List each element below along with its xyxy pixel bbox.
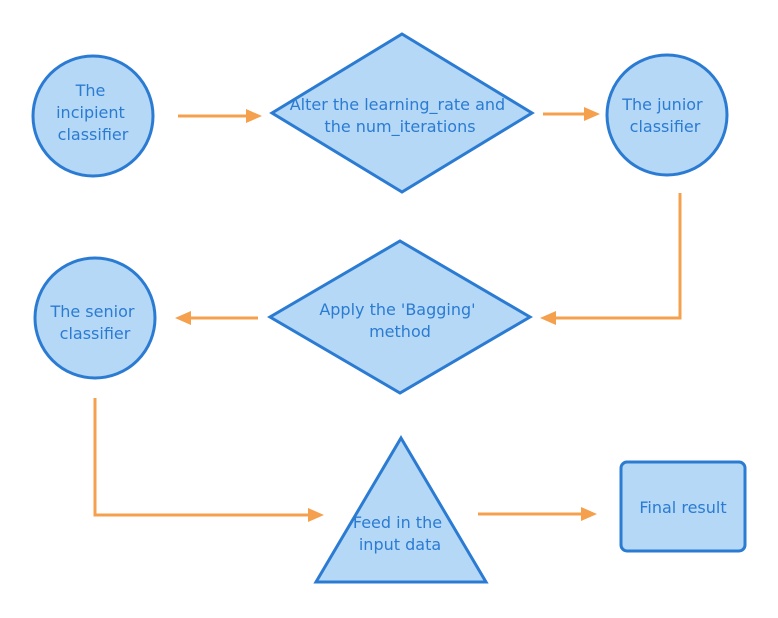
junior-classifier-node <box>605 53 729 177</box>
feed-input-label: Feed in the input data <box>353 513 447 554</box>
arrow-alter-to-junior <box>543 107 600 121</box>
feed-input-node <box>313 435 489 584</box>
final-result-label: Final result <box>639 498 726 517</box>
final-result-node <box>619 460 747 553</box>
incipient-classifier-node <box>31 54 155 178</box>
arrow-junior-to-bagging <box>540 193 682 325</box>
bagging-method-node <box>267 239 533 395</box>
junior-classifier-label: The junior classifier <box>621 95 707 136</box>
incipient-classifier-label: The incipient classifier <box>56 81 130 144</box>
alter-parameters-node <box>269 32 535 194</box>
arrow-incipient-to-alter <box>178 109 262 123</box>
senior-classifier-label: The senior classifier <box>49 302 139 343</box>
arrow-senior-to-feed <box>93 398 324 522</box>
senior-classifier-node <box>33 256 157 380</box>
arrow-feed-to-final <box>478 507 597 521</box>
alter-parameters-label: Alter the learning_rate and the num_iter… <box>290 95 511 137</box>
arrow-bagging-to-senior <box>175 311 258 325</box>
bagging-method-label: Apply the 'Bagging' method <box>319 300 480 341</box>
